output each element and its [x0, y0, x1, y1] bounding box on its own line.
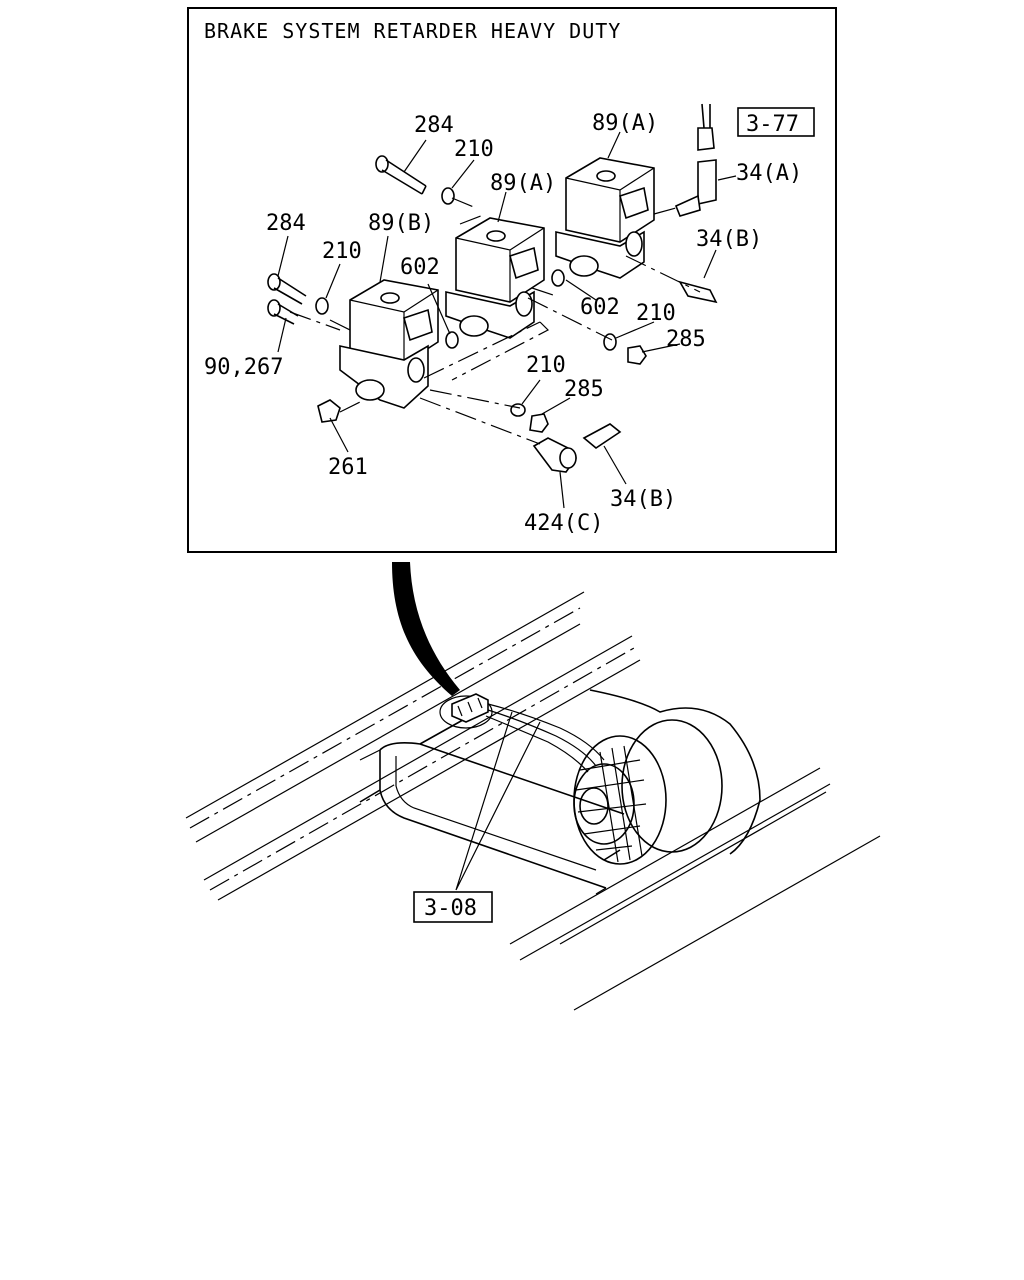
label-261: 261	[328, 455, 368, 480]
valve-89a-middle	[445, 217, 545, 339]
oring-602-left	[445, 331, 459, 349]
valve-89b-front	[339, 279, 439, 409]
label-210-bottom: 210	[526, 353, 566, 378]
air-pipes	[485, 703, 605, 773]
pointer-arrow	[392, 562, 460, 696]
oring-602-right	[551, 269, 565, 287]
plug-261	[317, 399, 341, 423]
ref-3-77-label: 3-77	[746, 112, 799, 137]
valve-89a-rear	[555, 157, 655, 279]
label-90-267: 90,267	[204, 355, 283, 380]
label-34b-bottom: 34(B)	[610, 487, 676, 512]
fitting-34b-bottom	[582, 423, 622, 449]
ref-box-3-08[interactable]	[413, 891, 493, 923]
label-602-right: 602	[580, 295, 620, 320]
retarder-housing	[573, 689, 761, 865]
washer-210-left	[315, 297, 329, 315]
valve-cluster-location	[439, 693, 493, 729]
label-34b-right: 34(B)	[696, 227, 762, 252]
label-284-top: 284	[414, 113, 454, 138]
ref-3-08-label: 3-08	[424, 896, 477, 921]
crossmember	[359, 715, 625, 889]
ref-box-3-77[interactable]	[737, 107, 815, 137]
nut-285-bottom	[529, 413, 549, 433]
label-285-bottom: 285	[564, 377, 604, 402]
bolt-284-left	[267, 273, 307, 305]
label-210-left: 210	[322, 239, 362, 264]
label-210-right: 210	[636, 301, 676, 326]
label-285-right: 285	[666, 327, 706, 352]
fitting-34a	[674, 103, 717, 217]
leader-3-08	[455, 711, 541, 891]
washer-210-top	[441, 187, 455, 205]
label-89a-middle: 89(A)	[490, 171, 556, 196]
diagram-title: BRAKE SYSTEM RETARDER HEAVY DUTY	[204, 19, 621, 43]
fitting-34b-right	[678, 280, 718, 304]
label-89a-rear: 89(A)	[592, 111, 658, 136]
label-210-top: 210	[454, 137, 494, 162]
label-34a: 34(A)	[736, 161, 802, 186]
leader-lines	[277, 131, 737, 509]
washer-210-bottom	[510, 403, 526, 417]
nut-285-right	[627, 345, 647, 365]
label-424c: 424(C)	[524, 511, 603, 536]
frame-rails	[185, 591, 881, 1011]
label-284-left: 284	[266, 211, 306, 236]
label-89b: 89(B)	[368, 211, 434, 236]
label-602-left: 602	[400, 255, 440, 280]
bolt-284-top	[375, 155, 427, 195]
